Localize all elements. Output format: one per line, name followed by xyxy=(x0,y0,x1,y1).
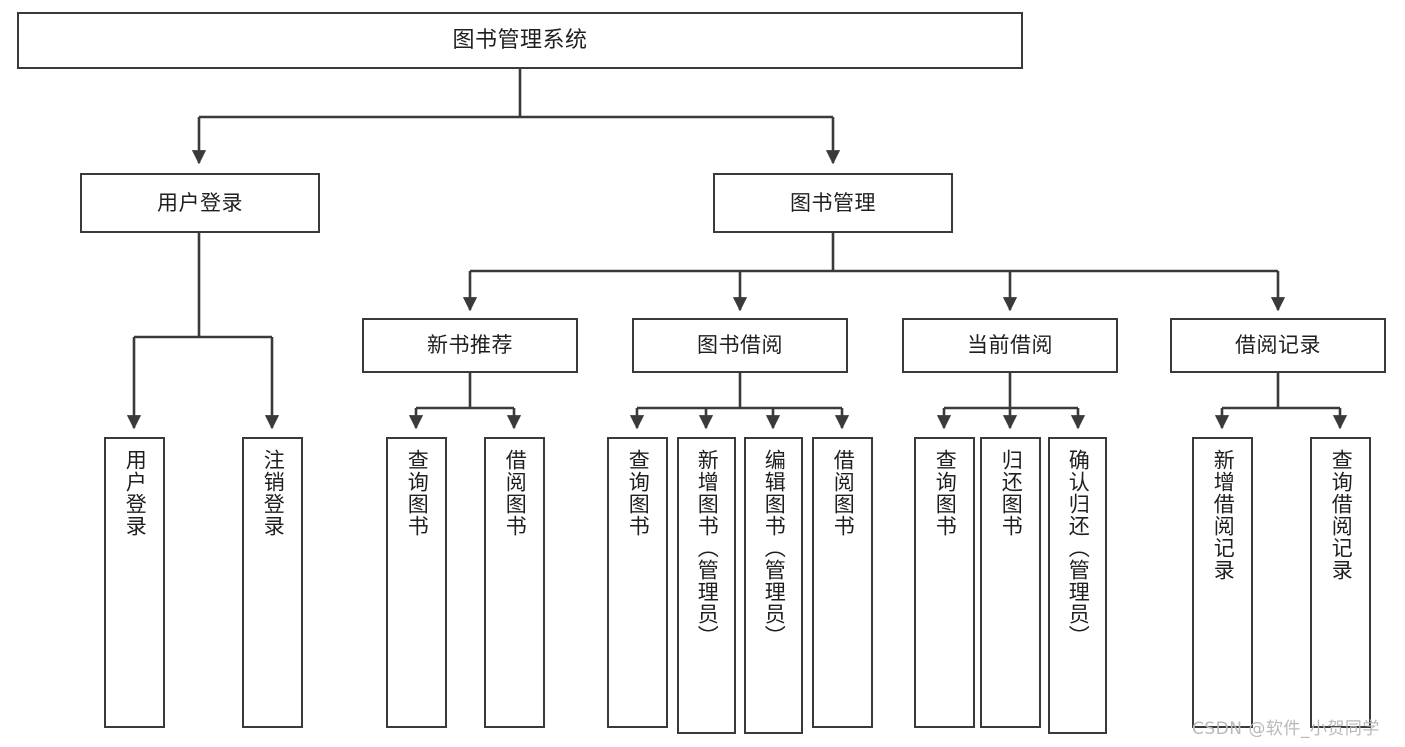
node-leaf-add-record[interactable]: 新增借阅记录 xyxy=(1192,437,1253,728)
node-label: 新增借阅记录 xyxy=(1211,449,1236,581)
node-leaf-query-record[interactable]: 查询借阅记录 xyxy=(1310,437,1371,728)
node-label: 归还图书 xyxy=(999,449,1024,537)
node-book-borrow[interactable]: 图书借阅 xyxy=(632,318,848,373)
node-label: 图书借阅 xyxy=(697,333,783,358)
node-label: 查询图书 xyxy=(933,449,958,537)
node-label: 图书管理系统 xyxy=(452,27,588,53)
node-label: 借阅图书 xyxy=(831,449,856,537)
node-label: 借阅记录 xyxy=(1235,333,1321,358)
node-label: 查询图书 xyxy=(405,449,430,537)
node-borrow-record[interactable]: 借阅记录 xyxy=(1170,318,1386,373)
node-root-system[interactable]: 图书管理系统 xyxy=(17,12,1023,69)
node-leaf-return-book[interactable]: 归还图书 xyxy=(980,437,1041,728)
node-label: 借阅图书 xyxy=(503,449,528,537)
node-label: 当前借阅 xyxy=(967,333,1053,358)
node-label: 查询借阅记录 xyxy=(1329,449,1354,581)
node-new-book-rec[interactable]: 新书推荐 xyxy=(362,318,578,373)
node-label: 查询图书 xyxy=(626,449,651,537)
node-label: 确认归还（管理员） xyxy=(1066,449,1091,647)
node-leaf-user-logout[interactable]: 注销登录 xyxy=(242,437,303,728)
node-leaf-edit-book[interactable]: 编辑图书（管理员） xyxy=(744,437,803,734)
node-label: 用户登录 xyxy=(123,449,148,537)
node-label: 编辑图书（管理员） xyxy=(762,449,787,647)
node-label: 注销登录 xyxy=(261,449,286,537)
node-book-manage[interactable]: 图书管理 xyxy=(713,173,953,233)
node-label: 图书管理 xyxy=(790,190,876,215)
node-label: 新增图书（管理员） xyxy=(695,449,720,647)
node-leaf-query-book-borrow[interactable]: 查询图书 xyxy=(607,437,668,728)
node-leaf-query-book-cur[interactable]: 查询图书 xyxy=(914,437,975,728)
node-leaf-user-login[interactable]: 用户登录 xyxy=(104,437,165,728)
node-current-borrow[interactable]: 当前借阅 xyxy=(902,318,1118,373)
node-label: 用户登录 xyxy=(157,190,243,215)
node-leaf-add-book[interactable]: 新增图书（管理员） xyxy=(677,437,736,734)
node-label: 新书推荐 xyxy=(427,333,513,358)
watermark: CSDN @软件_小贺同学 xyxy=(1192,719,1380,739)
node-leaf-borrow-book[interactable]: 借阅图书 xyxy=(812,437,873,728)
node-user-login[interactable]: 用户登录 xyxy=(80,173,320,233)
node-leaf-confirm-return[interactable]: 确认归还（管理员） xyxy=(1048,437,1107,734)
node-leaf-borrow-book-rec[interactable]: 借阅图书 xyxy=(484,437,545,728)
node-leaf-query-book-rec[interactable]: 查询图书 xyxy=(386,437,447,728)
